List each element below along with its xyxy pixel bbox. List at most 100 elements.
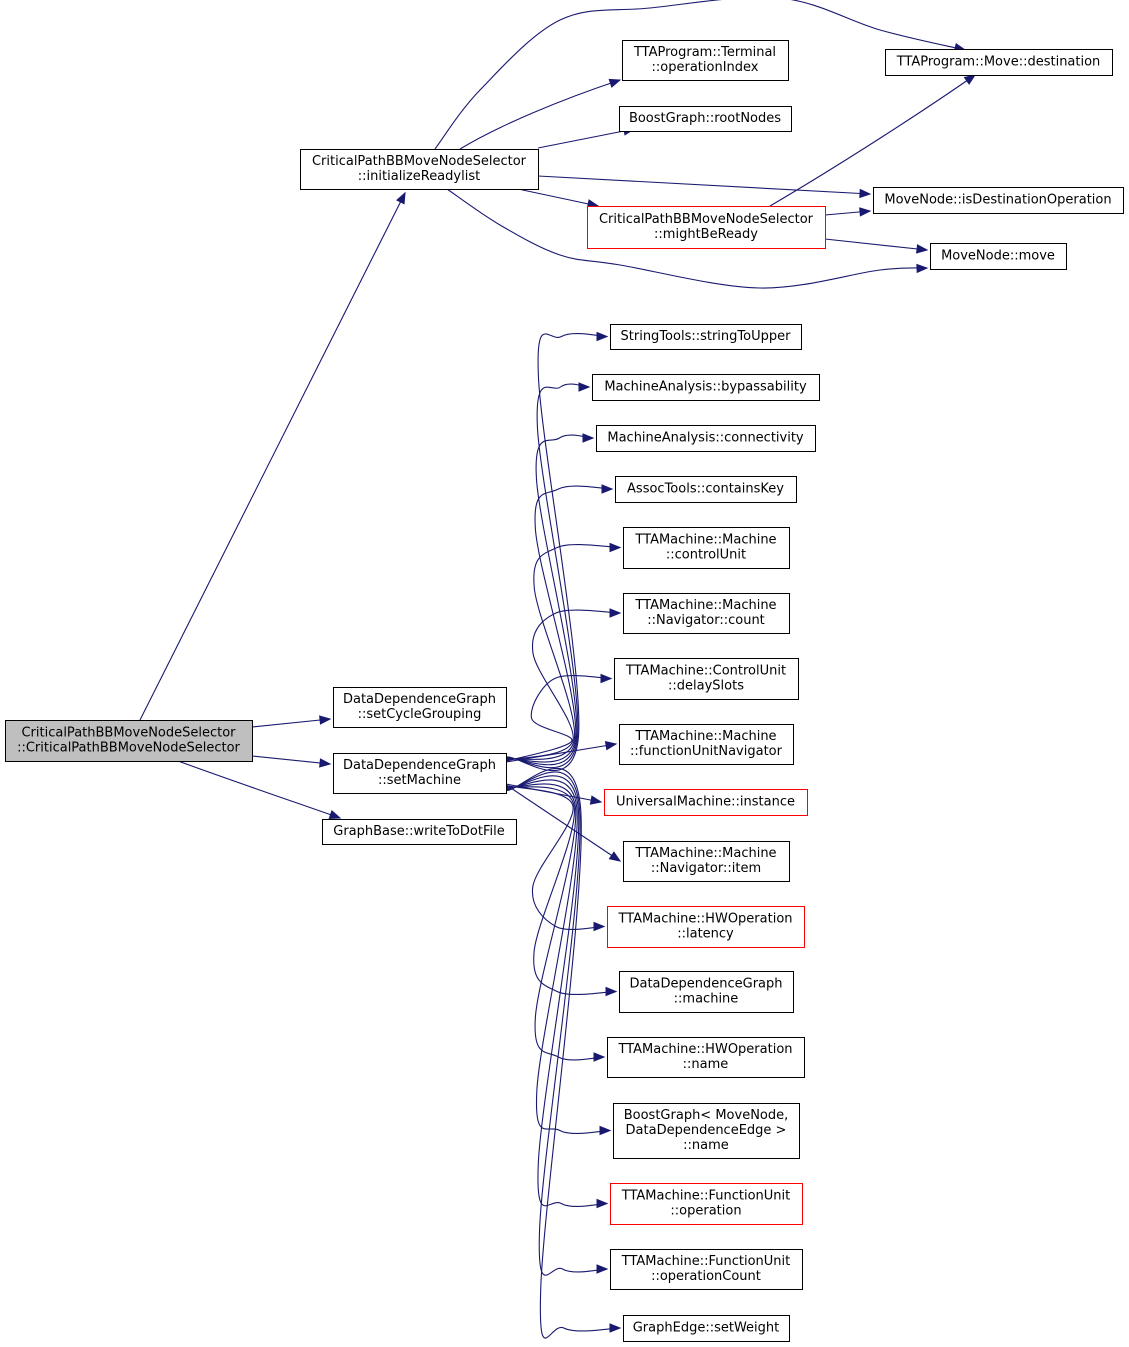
edge-setMachine-to-fuOp-arrowhead [596,1198,609,1209]
edge-setMachine-to-containsKey-arrowhead [601,484,614,494]
node-initReady[interactable]: CriticalPathBBMoveNodeSelector::initiali… [300,149,539,190]
edge-setMachine-to-navCount [505,608,622,761]
node-univInst[interactable]: UniversalMachine::instance [604,789,808,816]
edge-mightBe-to-moveDest-arrowhead [963,74,977,85]
node-box-ddgMachine [619,971,794,1013]
node-navCount[interactable]: TTAMachine::Machine::Navigator::count [623,593,790,634]
node-box-ctrlUnit [623,527,790,569]
edge-setMachine-to-bypass-arrowhead [578,382,591,392]
edge-setMachine-to-fuNav-arrowhead [604,741,618,751]
node-isDestOp[interactable]: MoveNode::isDestinationOperation [873,187,1124,214]
edge-root-to-writeDot [177,760,342,820]
edge-setMachine-to-navItem-line [505,784,621,862]
node-containsKey[interactable]: AssocTools::containsKey [615,476,797,503]
node-strUpper[interactable]: StringTools::stringToUpper [610,324,802,350]
edge-setMachine-to-setWeight [505,768,622,1339]
node-label-ctrlUnit-line-2: ::controlUnit [666,548,746,563]
node-label-bypass-line-1: MachineAnalysis::bypassability [604,380,807,395]
node-label-setMachine-line-1: DataDependenceGraph [343,758,496,773]
edge-initReady-to-mnMove-line [446,188,928,289]
edge-mightBe-to-mnMove-line [824,238,928,251]
node-ctrlUnit[interactable]: TTAMachine::Machine::controlUnit [623,527,790,569]
edge-setMachine-to-fuOpCount-line [505,771,608,1276]
node-label-opIndex-line-1: TTAProgram::Terminal [633,45,776,60]
node-navItem[interactable]: TTAMachine::Machine::Navigator::item [623,841,790,882]
node-label-fuOpCount-line-1: TTAMachine::FunctionUnit [621,1254,790,1269]
node-bypass[interactable]: MachineAnalysis::bypassability [592,374,820,401]
node-fuOp[interactable]: TTAMachine::FunctionUnit::operation [610,1183,803,1225]
edge-setMachine-to-ddgMachine [505,785,618,997]
edge-setMachine-to-fuNav-line [505,743,617,763]
node-writeDot[interactable]: GraphBase::writeToDotFile [322,819,517,845]
node-box-moveDest [885,49,1113,76]
node-opIndex[interactable]: TTAProgram::Terminal::operationIndex [622,40,789,81]
node-label-navCount-line-2: ::Navigator::count [647,613,765,628]
edge-initReady-to-isDestOp [537,175,872,199]
node-box-navItem [623,841,790,882]
node-root[interactable]: CriticalPathBBMoveNodeSelector::Critical… [5,720,253,762]
node-box-fuNav [619,724,794,765]
node-label-navCount-line-1: TTAMachine::Machine [634,598,776,613]
node-label-navItem-line-2: ::Navigator::item [651,861,761,876]
node-label-fuNav-line-1: TTAMachine::Machine [634,729,776,744]
node-setWeight[interactable]: GraphEdge::setWeight [623,1315,790,1342]
node-setMachine[interactable]: DataDependenceGraph::setMachine [333,753,507,794]
node-label-latency-line-2: ::latency [677,927,734,942]
node-fuNav[interactable]: TTAMachine::Machine::functionUnitNavigat… [619,724,794,765]
edge-setMachine-to-latency-arrowhead [593,921,606,932]
edge-setMachine-to-latency-line [505,784,605,930]
node-label-navItem-line-1: TTAMachine::Machine [634,846,776,861]
node-box-containsKey [615,476,797,503]
edge-setMachine-to-ddgMachine-line [505,785,617,995]
edge-setMachine-to-navItem [505,784,622,862]
edge-initReady-to-mnMove-arrowhead [916,263,929,274]
edge-root-to-setCycle-arrowhead [319,715,332,725]
edge-root-to-initReady-line [139,192,406,721]
node-label-fuNav-line-2: ::functionUnitNavigator [630,744,783,759]
node-mnMove[interactable]: MoveNode::move [930,243,1067,270]
edge-mightBe-to-moveDest [769,74,977,207]
node-moveDest[interactable]: TTAProgram::Move::destination [885,49,1113,76]
node-label-initReady-line-1: CriticalPathBBMoveNodeSelector [312,154,527,169]
node-latency[interactable]: TTAMachine::HWOperation::latency [607,906,805,948]
edge-setMachine-to-connect [505,433,595,766]
node-label-opIndex-line-2: ::operationIndex [652,60,759,75]
node-fuOpCount[interactable]: TTAMachine::FunctionUnit::operationCount [610,1249,803,1290]
node-connect[interactable]: MachineAnalysis::connectivity [596,425,816,452]
node-label-isDestOp-line-1: MoveNode::isDestinationOperation [884,193,1111,208]
edge-setMachine-to-univInst-arrowhead [589,795,603,805]
edge-setMachine-to-delaySlots [505,673,613,762]
node-mightBe[interactable]: CriticalPathBBMoveNodeSelector::mightBeR… [587,206,826,249]
node-ddgMachine[interactable]: DataDependenceGraph::machine [619,971,794,1013]
node-box-rootNodes [619,106,792,132]
node-label-univInst-line-1: UniversalMachine::instance [616,795,795,810]
edge-setMachine-to-bypass-line [505,383,590,769]
node-label-root-line-1: CriticalPathBBMoveNodeSelector [21,726,236,741]
node-bgName[interactable]: BoostGraph< MoveNode,DataDependenceEdge … [613,1103,800,1159]
edge-setMachine-to-ctrlUnit-arrowhead [609,542,622,553]
node-delaySlots[interactable]: TTAMachine::ControlUnit::delaySlots [614,658,799,700]
node-label-bgName-line-1: BoostGraph< MoveNode, [624,1108,789,1123]
node-label-setWeight-line-1: GraphEdge::setWeight [633,1321,780,1336]
node-label-setMachine-line-2: ::setMachine [378,773,461,788]
edge-setMachine-to-setWeight-arrowhead [609,1323,622,1333]
node-label-hwName-line-1: TTAMachine::HWOperation [617,1042,792,1057]
edge-initReady-to-isDestOp-line [537,175,871,195]
edge-setMachine-to-containsKey [505,484,614,763]
node-box-fuOp [610,1183,803,1225]
node-label-mnMove-line-1: MoveNode::move [941,249,1055,264]
node-label-fuOpCount-line-2: ::operationCount [651,1269,761,1284]
node-label-setCycle-line-2: ::setCycleGrouping [358,707,482,722]
node-box-opIndex [622,40,789,81]
node-label-mightBe-line-1: CriticalPathBBMoveNodeSelector [599,212,814,227]
node-box-writeDot [322,819,517,845]
node-rootNodes[interactable]: BoostGraph::rootNodes [619,106,792,132]
edge-root-to-setCycle-line [251,718,331,728]
node-box-bypass [592,374,820,401]
node-setCycle[interactable]: DataDependenceGraph::setCycleGrouping [333,687,507,728]
node-box-delaySlots [614,658,799,700]
node-hwName[interactable]: TTAMachine::HWOperation::name [607,1037,805,1078]
node-label-strUpper-line-1: StringTools::stringToUpper [621,329,792,344]
node-box-setCycle [333,687,507,728]
